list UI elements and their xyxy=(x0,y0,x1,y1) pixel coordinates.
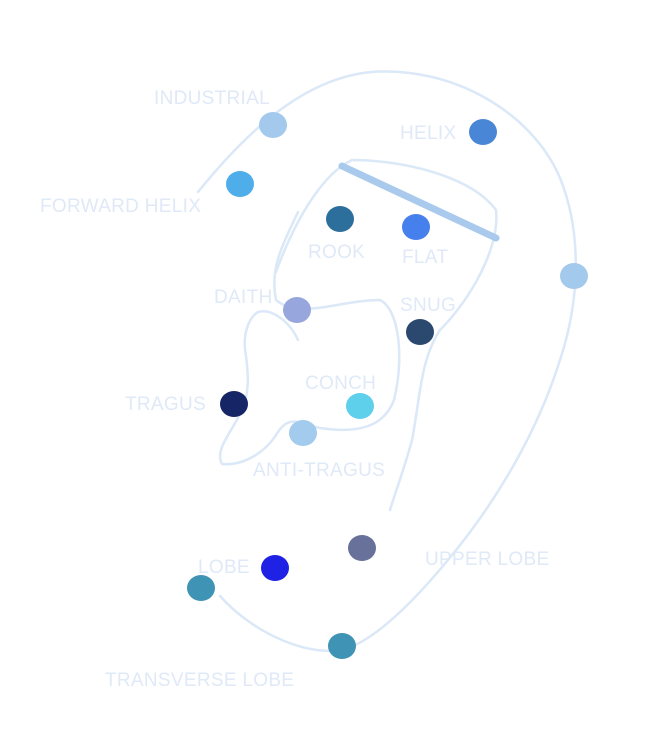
label-flat: FLAT xyxy=(402,247,449,268)
label-helix: HELIX xyxy=(400,123,457,144)
label-rook: ROOK xyxy=(308,242,366,263)
outer-helix-dot[interactable] xyxy=(560,263,588,289)
concha-outline xyxy=(218,210,401,466)
label-forward-helix: FORWARD HELIX xyxy=(40,196,202,217)
rook-piercing-dot[interactable] xyxy=(326,206,354,232)
label-transverse-lobe: TRANSVERSE LOBE xyxy=(105,670,295,691)
conch-piercing-dot[interactable] xyxy=(346,393,374,419)
label-daith: DAITH xyxy=(214,287,273,308)
helix-piercing-dot[interactable] xyxy=(469,119,497,145)
upper-lobe-piercing-dot[interactable] xyxy=(348,535,376,561)
label-industrial: INDUSTRIAL xyxy=(154,88,270,109)
snug-piercing-dot[interactable] xyxy=(406,319,434,345)
rook-flat-bar xyxy=(338,162,500,242)
flat-piercing-dot[interactable] xyxy=(402,214,430,240)
label-conch: CONCH xyxy=(305,373,377,394)
forward-helix-piercing-dot[interactable] xyxy=(226,171,254,197)
label-lobe: LOBE xyxy=(198,557,250,578)
transverse-lobe-piercing-dot[interactable] xyxy=(328,633,356,659)
label-snug: SNUG xyxy=(400,295,457,316)
transverse-lobe-end-dot[interactable] xyxy=(187,575,215,601)
label-anti-tragus: ANTI-TRAGUS xyxy=(253,460,386,481)
anti-tragus-piercing-dot[interactable] xyxy=(289,420,317,446)
label-tragus: TRAGUS xyxy=(125,394,206,415)
antihelix-outline xyxy=(274,158,498,512)
tragus-piercing-dot[interactable] xyxy=(220,391,248,417)
label-upper-lobe: UPPER LOBE xyxy=(425,549,550,570)
industrial-piercing-dot[interactable] xyxy=(259,112,287,138)
daith-piercing-dot[interactable] xyxy=(283,297,311,323)
lobe-piercing-dot[interactable] xyxy=(261,555,289,581)
